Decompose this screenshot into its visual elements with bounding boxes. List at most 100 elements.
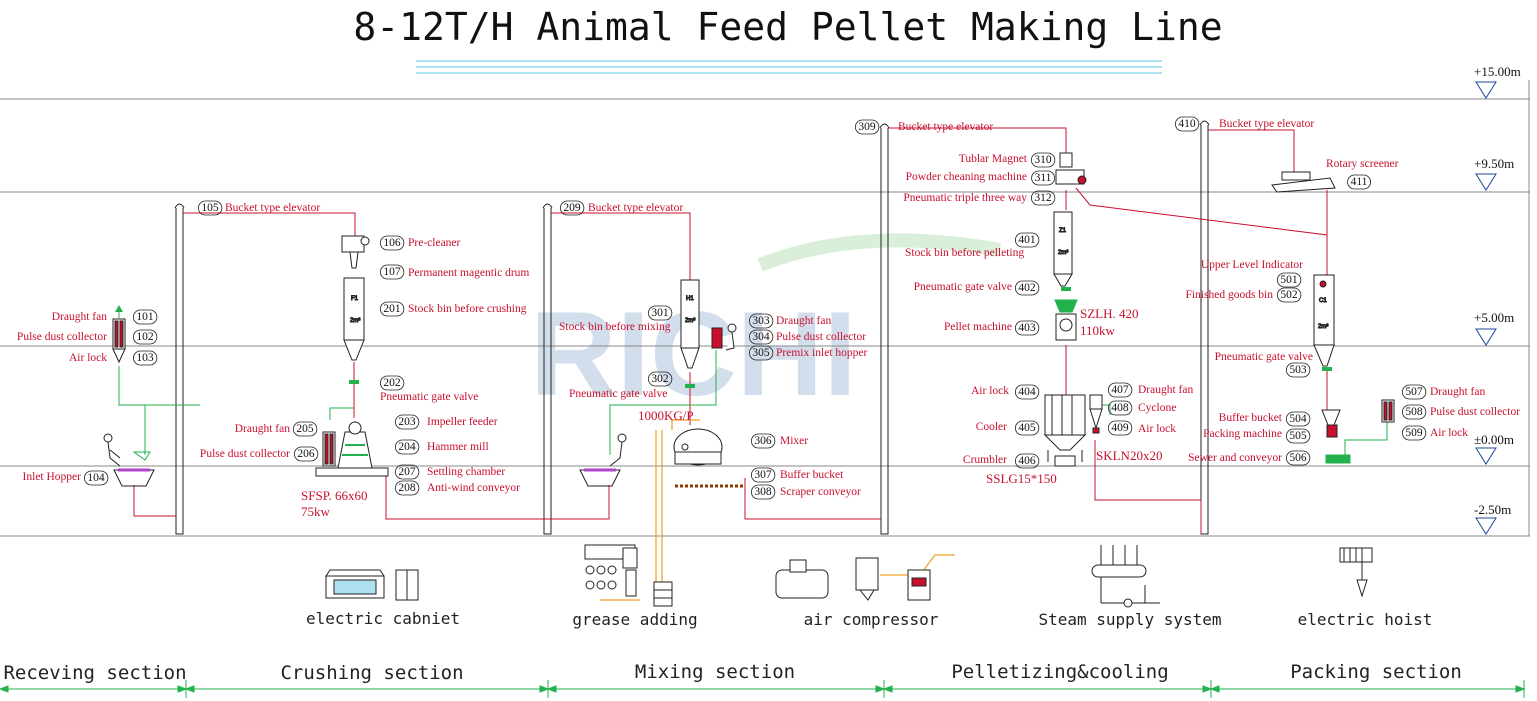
label-409: Air lock bbox=[1138, 423, 1176, 435]
bucket-elevator-309 bbox=[879, 123, 890, 535]
number-badge bbox=[748, 313, 774, 329]
mill-model: SFSP. 66x60 bbox=[301, 488, 367, 503]
num-407: 407 bbox=[1111, 384, 1129, 396]
number-badge bbox=[394, 414, 420, 430]
label-207: Settling chamber bbox=[427, 466, 505, 478]
number-badge bbox=[1014, 320, 1040, 336]
rotary-screener-411 bbox=[1271, 171, 1336, 193]
number-badge bbox=[1031, 170, 1056, 186]
section-receiving: Receving section bbox=[3, 662, 186, 684]
num-401: 401 bbox=[1018, 234, 1036, 246]
num-307: 307 bbox=[754, 469, 772, 481]
label-408: Cyclone bbox=[1138, 402, 1176, 414]
label-403: Pellet machine bbox=[944, 321, 1012, 333]
number-badge bbox=[1401, 425, 1427, 441]
number-circles bbox=[83, 116, 1427, 500]
number-badge bbox=[1107, 400, 1133, 416]
label-410: Bucket type elevator bbox=[1219, 118, 1314, 130]
number-badge bbox=[854, 119, 880, 135]
num-408: 408 bbox=[1111, 402, 1129, 414]
equipment-labels: Draught fan 101 Pulse dust collector 102… bbox=[17, 118, 1520, 498]
number-badge bbox=[1401, 384, 1427, 400]
num-208: 208 bbox=[398, 482, 416, 494]
label-305: Premix inlet hopper bbox=[776, 347, 868, 359]
packing-machine-505 bbox=[1321, 409, 1351, 464]
air-compressor-icon bbox=[775, 557, 931, 601]
mill-power: 75kw bbox=[301, 504, 331, 519]
tubular-magnet-310 bbox=[1055, 152, 1087, 185]
number-badge bbox=[394, 439, 420, 455]
label-105: Bucket type elevator bbox=[225, 202, 320, 214]
num-104: 104 bbox=[87, 472, 105, 484]
num-107: 107 bbox=[383, 266, 401, 278]
num-305: 305 bbox=[752, 347, 770, 359]
stock-bin-201: F1 2m³ bbox=[343, 277, 365, 361]
number-badge bbox=[750, 433, 776, 449]
label-102: Pulse dust collector bbox=[17, 331, 107, 343]
label-407: Draught fan bbox=[1138, 384, 1193, 396]
bin-z1-label: Z1 bbox=[1059, 228, 1067, 234]
hammer-mill-204 bbox=[315, 421, 389, 477]
label-505: Packing machine bbox=[1203, 428, 1282, 440]
number-badge bbox=[1014, 453, 1040, 469]
label-306: Mixer bbox=[780, 435, 808, 447]
number-badge bbox=[1401, 404, 1427, 420]
label-312: Pneumatic triple three way bbox=[903, 192, 1027, 204]
label-411: Rotary screener bbox=[1326, 158, 1399, 170]
num-302: 302 bbox=[651, 373, 669, 385]
number-badge bbox=[1014, 420, 1040, 436]
label-301: Stock bin before mixing bbox=[559, 321, 671, 333]
bin-f1-label: F1 bbox=[351, 296, 359, 302]
num-503: 503 bbox=[1289, 364, 1307, 376]
bin-c1-label: C1 bbox=[1319, 298, 1327, 304]
label-304: Pulse dust collector bbox=[776, 331, 866, 343]
label-307: Buffer bucket bbox=[780, 469, 844, 481]
level-5m: +5.00m bbox=[1474, 310, 1514, 325]
num-303: 303 bbox=[752, 315, 770, 327]
number-badge bbox=[1285, 362, 1311, 378]
section-mixing: Mixing section bbox=[635, 661, 795, 683]
diagram-title: 8-12T/H Animal Feed Pellet Making Line bbox=[353, 5, 1222, 49]
pellet-power: 110kw bbox=[1080, 323, 1116, 338]
number-badge bbox=[379, 235, 405, 251]
label-406: Crumbler bbox=[963, 454, 1007, 466]
number-badge bbox=[132, 329, 158, 345]
number-badge bbox=[132, 309, 158, 325]
number-badge bbox=[748, 345, 774, 361]
num-310: 310 bbox=[1034, 154, 1052, 166]
grease-lines bbox=[600, 419, 955, 601]
number-badge bbox=[1285, 450, 1311, 466]
bin-z1-volume: 2m³ bbox=[1058, 250, 1068, 256]
utility-electric-cabinet: electric cabniet bbox=[306, 609, 460, 628]
number-badge bbox=[293, 446, 319, 462]
number-badge bbox=[1276, 272, 1302, 288]
label-508: Pulse dust collector bbox=[1430, 406, 1520, 418]
title-underline bbox=[416, 60, 1162, 74]
num-304: 304 bbox=[752, 331, 770, 343]
num-509: 509 bbox=[1405, 427, 1423, 439]
label-308: Scraper conveyor bbox=[780, 486, 861, 498]
label-507: Draught fan bbox=[1430, 386, 1485, 398]
num-205: 205 bbox=[296, 423, 314, 435]
section-packing: Packing section bbox=[1290, 661, 1462, 683]
number-badge bbox=[750, 467, 776, 483]
num-201: 201 bbox=[383, 303, 401, 315]
cooler-405 bbox=[1043, 394, 1087, 462]
bin-c1-volume: 2m³ bbox=[1318, 324, 1328, 330]
label-104: Inlet Hopper bbox=[23, 471, 82, 483]
num-507: 507 bbox=[1405, 386, 1423, 398]
num-203: 203 bbox=[398, 416, 416, 428]
pellet-machine-403 bbox=[1054, 299, 1078, 341]
label-202: Pneumatic gate valve bbox=[380, 391, 478, 403]
steam-supply-icon bbox=[1091, 545, 1160, 608]
num-409: 409 bbox=[1111, 422, 1129, 434]
crumbler-406 bbox=[1054, 455, 1076, 467]
num-504: 504 bbox=[1289, 413, 1307, 425]
label-107: Permanent magentic drum bbox=[408, 267, 529, 279]
label-509: Air lock bbox=[1430, 427, 1468, 439]
level-lines bbox=[0, 80, 1530, 537]
label-402: Pneumatic gate valve bbox=[914, 281, 1012, 293]
pulse-dust-collector-102 bbox=[112, 318, 126, 364]
number-badge bbox=[1285, 428, 1311, 444]
label-205: Draught fan bbox=[235, 423, 290, 435]
